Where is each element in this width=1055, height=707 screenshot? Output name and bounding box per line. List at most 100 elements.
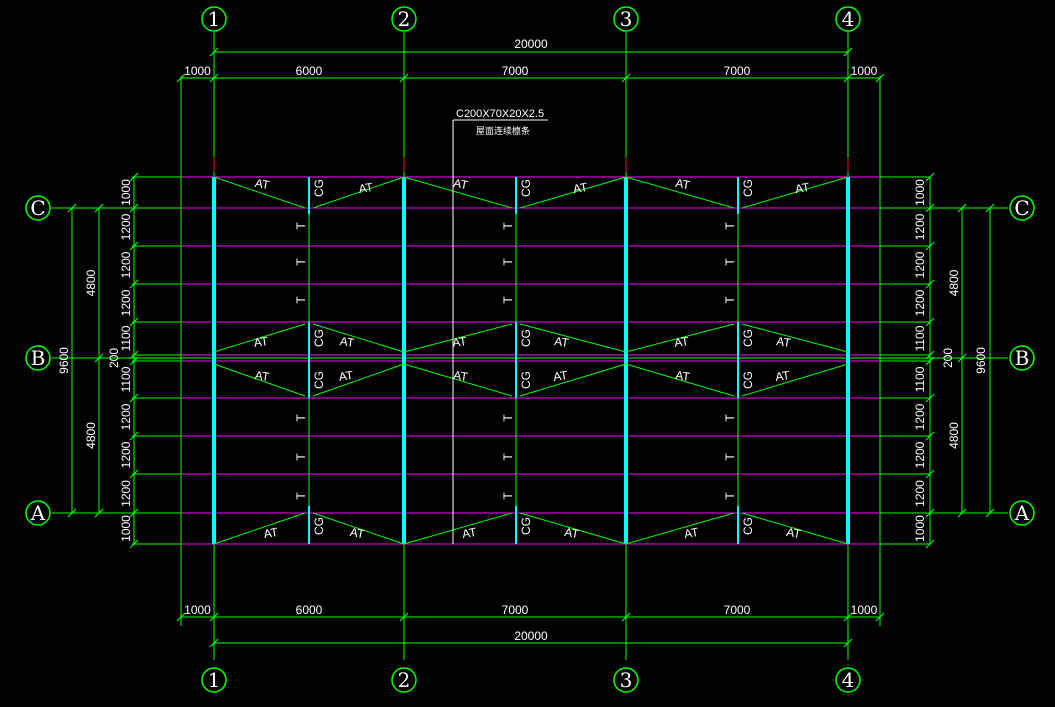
dim-tick: [129, 431, 139, 441]
tie-label: CG: [741, 517, 755, 535]
sag-label: T: [501, 414, 515, 422]
grid-bubble-top: 3: [620, 7, 633, 31]
dim-tick: [957, 508, 967, 518]
dim-left-segment: 200: [107, 348, 121, 368]
brace: [625, 323, 735, 353]
tie-label: CG: [741, 179, 755, 197]
dim-tick: [209, 638, 219, 648]
brace-label: AT: [451, 334, 468, 350]
dim-left-segment: 1100: [119, 366, 133, 392]
dim-tick: [129, 241, 139, 251]
brace-label: AT: [785, 525, 802, 541]
dim-top-overall: 20000: [514, 37, 548, 51]
brace: [312, 323, 405, 353]
brace: [519, 363, 627, 397]
sag-label: T: [294, 258, 308, 266]
brace: [519, 176, 627, 209]
dim-right-segment: 1200: [913, 213, 927, 240]
brace-label: AT: [357, 180, 374, 196]
tie-label: CG: [312, 329, 326, 347]
dim-right-segment: 1200: [913, 480, 927, 507]
brace-label: AT: [338, 368, 355, 384]
dim-tick: [399, 612, 409, 622]
grid-bubble-right: C: [1014, 196, 1029, 220]
dim-left-segment: 1100: [119, 325, 133, 351]
brace-label: AT: [674, 368, 691, 384]
dim-tick: [129, 203, 139, 213]
brace-label: AT: [254, 368, 271, 384]
dim-bottom-segment: 6000: [296, 603, 323, 617]
sag-label: T: [723, 222, 737, 230]
brace-label: AT: [794, 180, 811, 196]
dim-tick: [621, 612, 631, 622]
grid-bubble-bottom: 2: [398, 668, 411, 692]
dim-tick: [621, 73, 631, 83]
dim-tick: [925, 279, 935, 289]
dim-tick: [176, 612, 186, 622]
dim-tick: [129, 172, 139, 182]
dim-right-segment: 1100: [913, 325, 927, 351]
sag-label: T: [294, 222, 308, 230]
brace-label: AT: [461, 525, 478, 541]
brace-label: AT: [774, 368, 791, 384]
sag-label: T: [294, 453, 308, 461]
dim-right-segment: 1200: [913, 403, 927, 430]
dim-tick: [843, 638, 853, 648]
rafters: [212, 158, 850, 544]
dim-tick: [209, 612, 219, 622]
grid-bubble-top-circle: [613, 6, 639, 32]
tie-label: CG: [519, 371, 533, 389]
brace-label: AT: [673, 334, 690, 350]
dim-left-segment: 1200: [119, 213, 133, 240]
dim-tick: [129, 279, 139, 289]
sag-label: T: [294, 492, 308, 500]
grid-bubble-right-circle: [1009, 195, 1035, 221]
brace: [741, 323, 849, 353]
sag-label: T: [294, 414, 308, 422]
brace-label: AT: [572, 180, 589, 196]
dim-tick: [129, 508, 139, 518]
dim-right-half: 4800: [947, 422, 961, 449]
grid-bubble-bottom-circle: [391, 667, 417, 693]
grid-bubble-top-circle: [201, 6, 227, 32]
dim-tick: [925, 203, 935, 213]
dim-tick: [875, 612, 885, 622]
dim-tick: [209, 73, 219, 83]
brace: [625, 176, 735, 209]
dim-bottom-overall: 20000: [514, 629, 548, 643]
grid-bubble-top: 1: [208, 7, 221, 31]
dim-bottom-segment: 7000: [724, 603, 751, 617]
grid-bubble-right-circle: [1009, 345, 1035, 371]
sag-label: T: [501, 222, 515, 230]
grid-bubble-bottom-circle: [613, 667, 639, 693]
grid-bubble-top-circle: [835, 6, 861, 32]
brace: [519, 512, 627, 545]
dim-tick: [129, 317, 139, 327]
dim-right-segment: 200: [941, 348, 955, 368]
dim-tick: [129, 469, 139, 479]
grid-bubble-bottom-circle: [835, 667, 861, 693]
grid-bubble-right-circle: [1009, 500, 1035, 526]
purlins: [132, 176, 930, 545]
dim-tick: [129, 356, 139, 366]
grid-bubble-left: B: [31, 346, 46, 370]
dim-bottom-segment: 7000: [502, 603, 529, 617]
brace-label: AT: [775, 334, 792, 350]
sag-label: T: [294, 296, 308, 304]
brace-label: AT: [452, 176, 469, 192]
dim-bottom-segment: 1000: [184, 603, 211, 617]
brace-label: AT: [563, 525, 580, 541]
sag-label: T: [723, 414, 737, 422]
brace-label: AT: [674, 176, 691, 192]
sag-label: T: [501, 258, 515, 266]
brace-label: AT: [683, 525, 700, 541]
grid-bubble-top-circle: [391, 6, 417, 32]
grid-bubble-bottom: 1: [208, 668, 221, 692]
dim-tick: [67, 508, 77, 518]
dim-left-segment: 1200: [119, 480, 133, 507]
brace-label: AT: [262, 525, 279, 541]
dim-left-segment: 1200: [119, 289, 133, 316]
tie-label: CG: [741, 329, 755, 347]
brace: [403, 512, 513, 545]
